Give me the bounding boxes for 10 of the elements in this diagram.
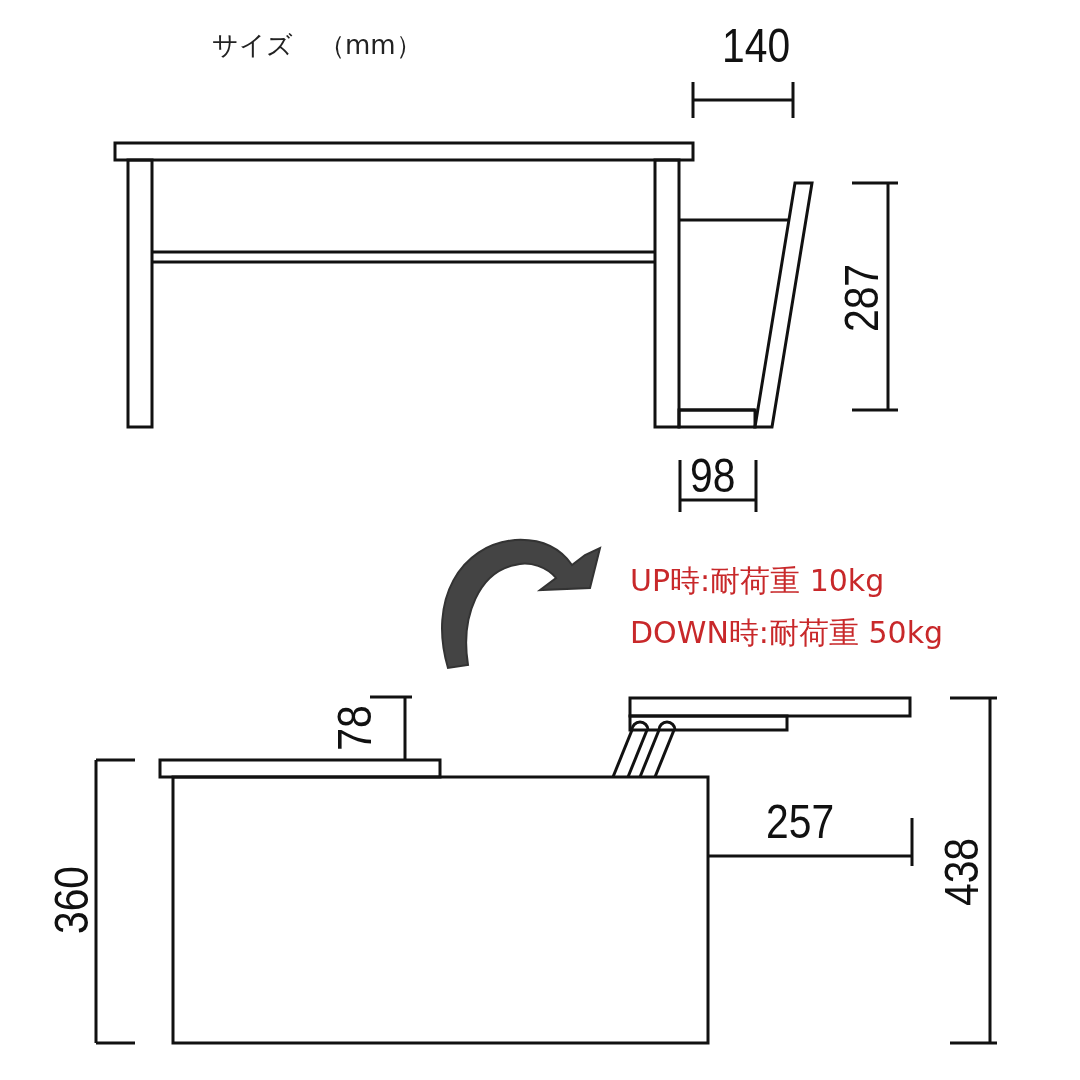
load-note: DOWN時:耐荷重 50kg (630, 618, 944, 648)
dimension-label: 360 (48, 865, 96, 935)
dimension-label: 287 (838, 263, 886, 333)
dimension-label: 140 (722, 22, 791, 70)
dimension-label: 257 (766, 798, 835, 846)
dimension-label: 438 (938, 837, 986, 907)
dimension-label: 98 (690, 452, 736, 500)
load-note: UP時:耐荷重 10kg (630, 566, 885, 596)
title: サイズ （mm） (212, 32, 422, 58)
dimension-label: 78 (331, 705, 379, 751)
